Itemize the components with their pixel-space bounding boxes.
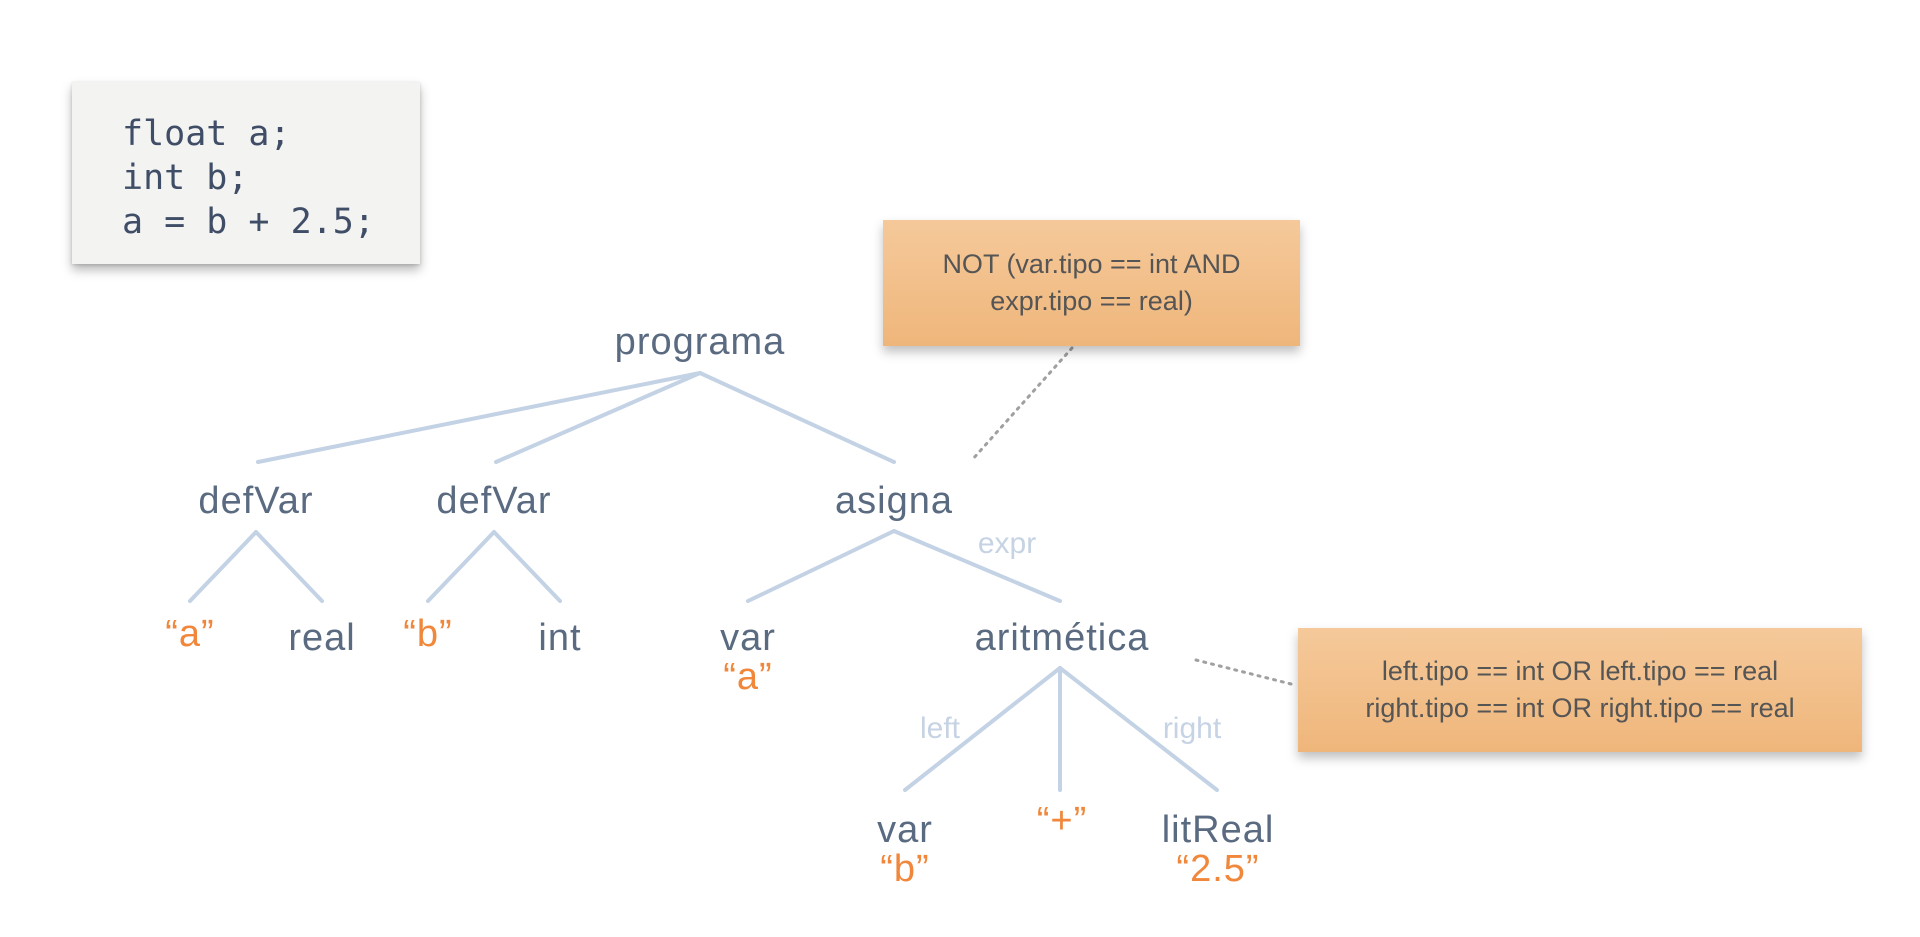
edge-defvar2-b: [426, 530, 496, 603]
node-int: int: [538, 617, 582, 659]
edge-defvar1-a: [188, 530, 258, 603]
code-line-1: float a;: [122, 114, 291, 154]
code-card: float a; int b; a = b + 2.5;: [72, 82, 420, 264]
edge-label-left: left: [919, 712, 961, 745]
note-asigna-line-1: NOT (var.tipo == int AND: [942, 249, 1241, 279]
code-line-3: a = b + 2.5;: [122, 202, 375, 242]
note-aritmetica-line-1: left.tipo == int OR left.tipo == real: [1381, 656, 1779, 686]
edge-programa-defvar2: [494, 371, 702, 464]
literal-b-decl: “b”: [403, 613, 453, 655]
literal-plus: “+”: [1036, 800, 1088, 842]
note-aritmetica-rule: left.tipo == int OR left.tipo == real ri…: [1298, 628, 1862, 752]
edge-asigna-var: [746, 529, 896, 603]
literal-a-decl: “a”: [165, 613, 215, 655]
node-var-a: var: [720, 617, 776, 659]
literal-2-5: “2.5”: [1176, 848, 1260, 890]
node-var-b: var: [877, 809, 933, 851]
edge-aritmetica-litreal: [1058, 666, 1219, 792]
connector-note-asigna: [970, 346, 1074, 462]
edge-label-expr: expr: [977, 527, 1037, 560]
edge-label-right: right: [1162, 712, 1222, 745]
note-asigna-line-2: expr.tipo == real): [990, 286, 1193, 316]
note-aritmetica-line-2: right.tipo == int OR right.tipo == real: [1365, 693, 1795, 723]
note-asigna-rule: NOT (var.tipo == int AND expr.tipo == re…: [883, 220, 1300, 346]
node-defvar-2: defVar: [436, 480, 552, 522]
edge-programa-defvar1: [256, 371, 702, 464]
node-defvar-1: defVar: [198, 480, 314, 522]
connector-note-aritmetica: [1194, 658, 1297, 687]
node-programa: programa: [614, 321, 786, 363]
edge-defvar2-int: [492, 530, 562, 603]
edge-programa-asigna: [698, 371, 896, 464]
node-aritmetica: aritmética: [974, 617, 1150, 659]
node-asigna: asigna: [835, 480, 953, 522]
node-litreal: litReal: [1161, 809, 1275, 851]
edge-asigna-aritmetica: [892, 529, 1062, 603]
node-real: real: [288, 617, 356, 659]
code-line-2: int b;: [122, 158, 249, 198]
literal-var-a: “a”: [723, 656, 773, 698]
edge-defvar1-real: [254, 530, 324, 603]
literal-var-b: “b”: [880, 848, 930, 890]
edge-aritmetica-var: [903, 666, 1062, 792]
